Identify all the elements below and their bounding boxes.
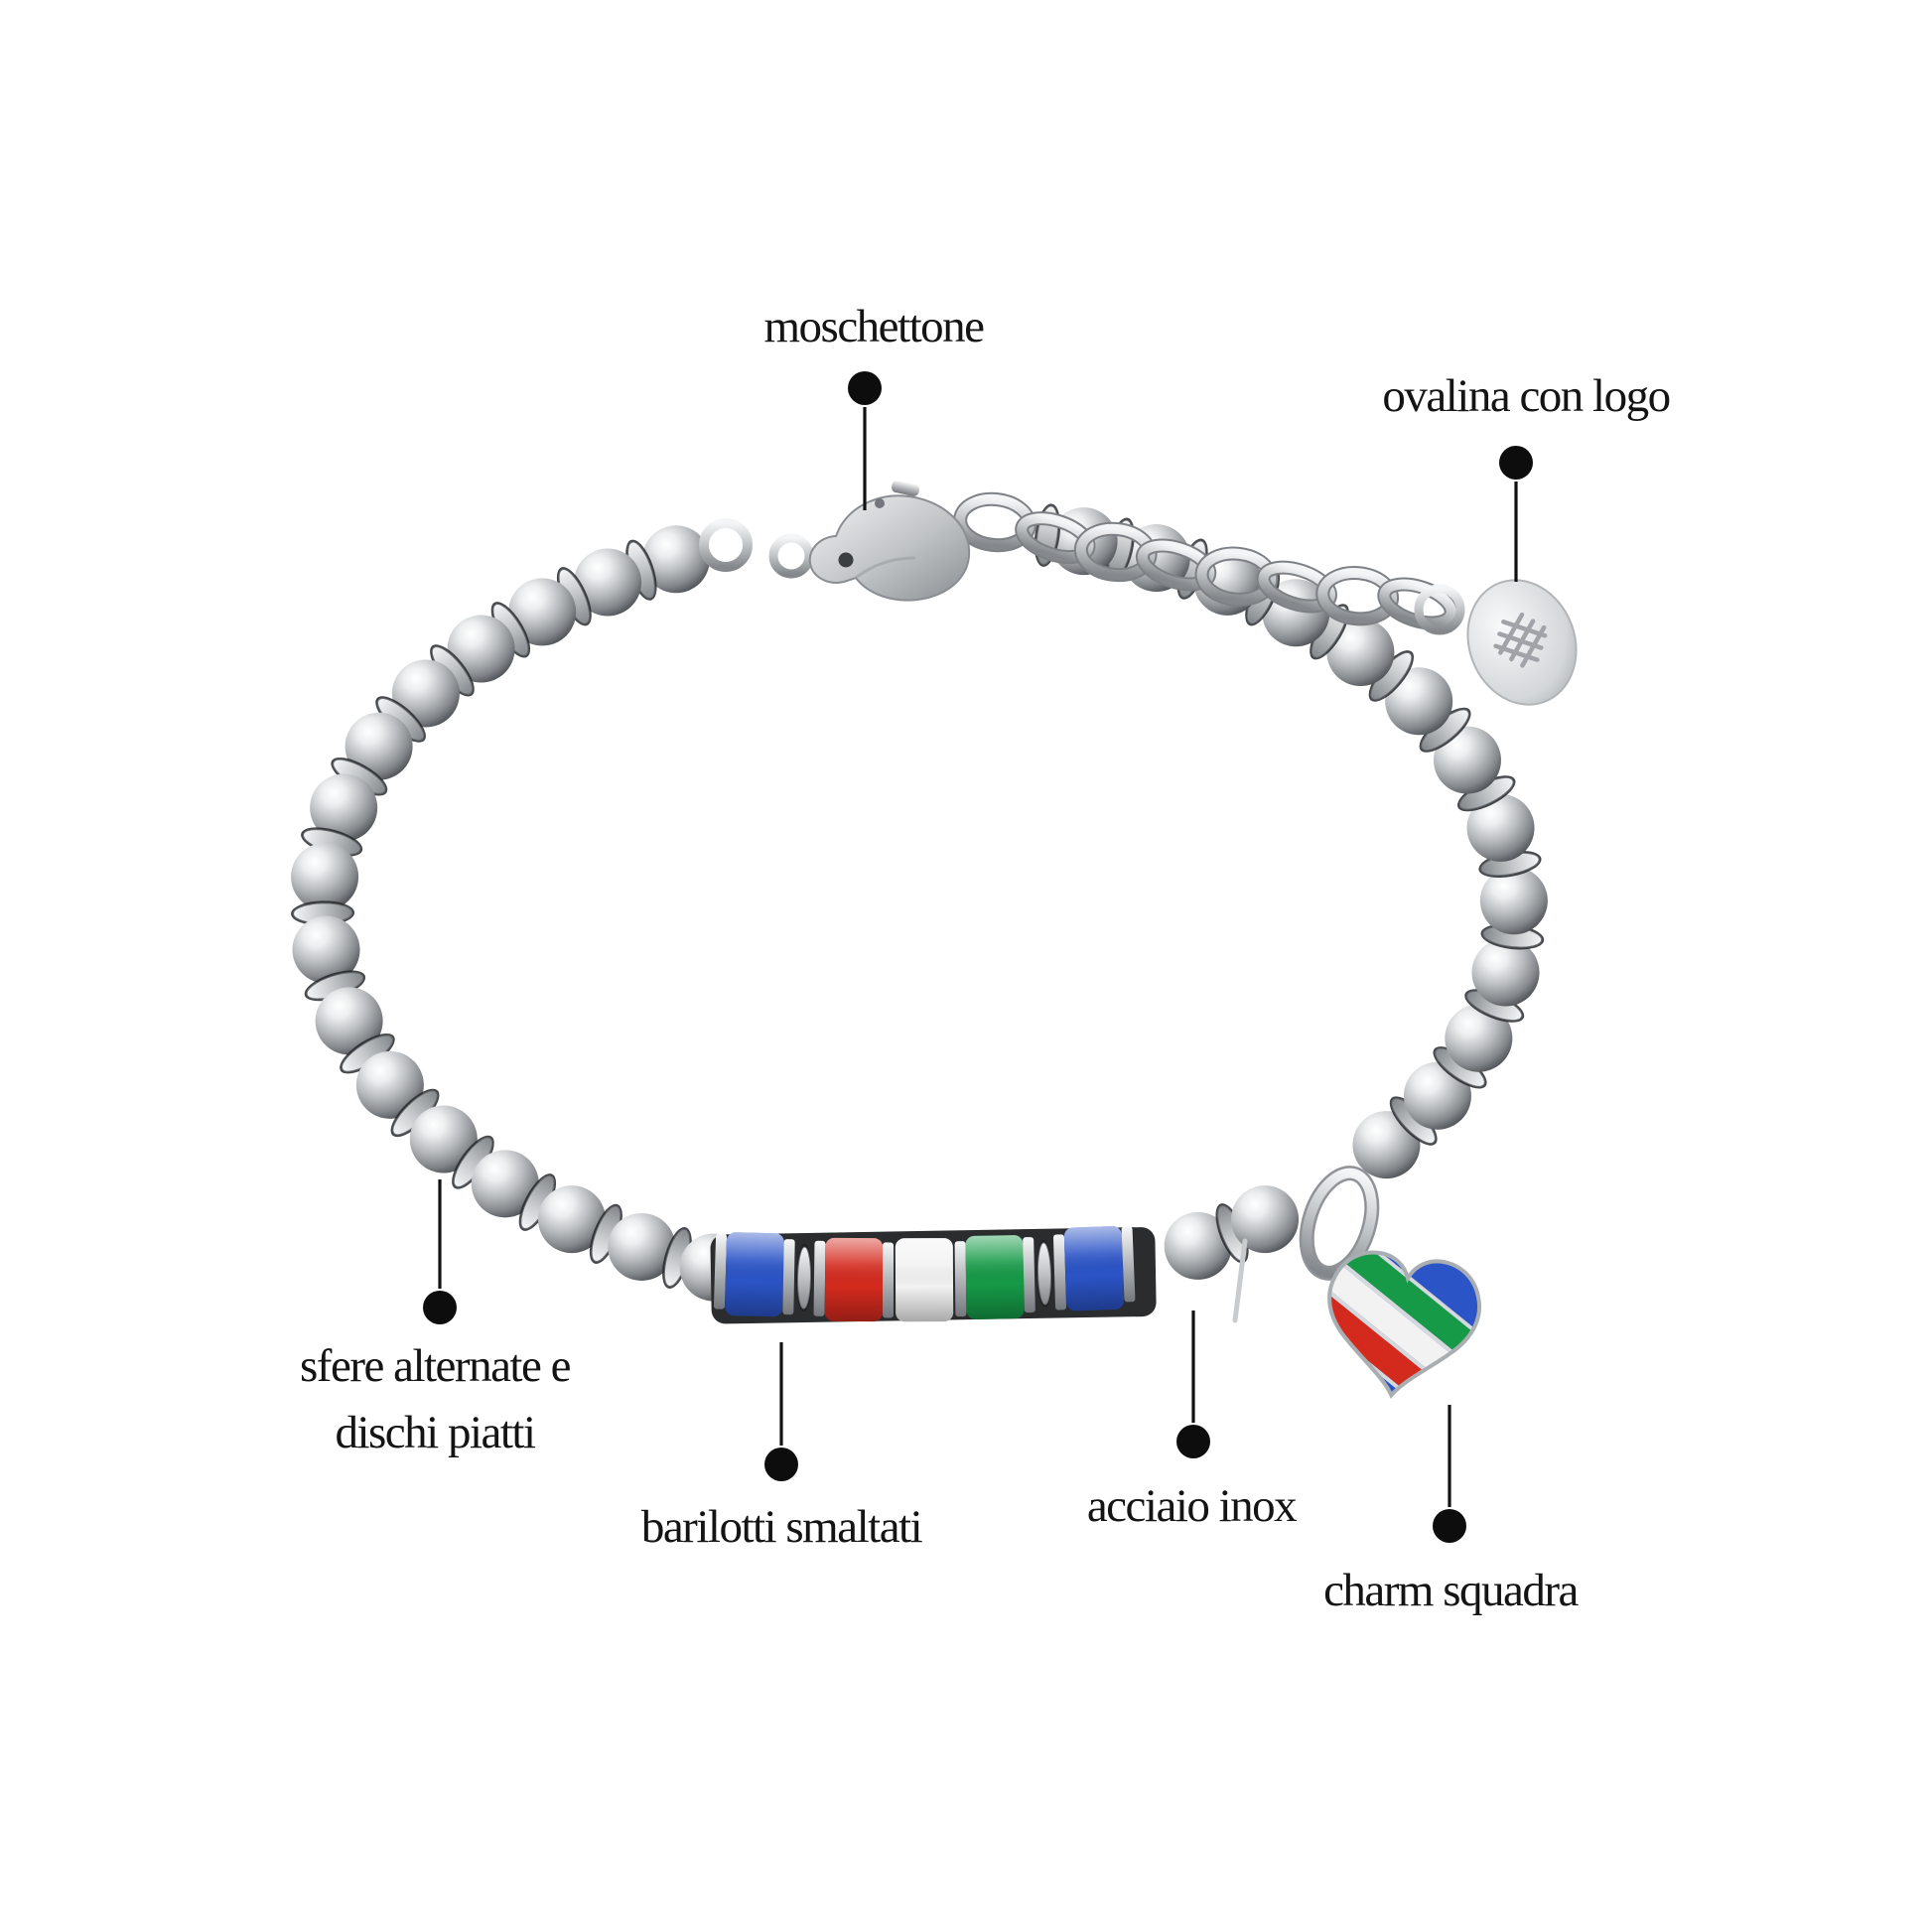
annotation-label: dischi piatti <box>335 1407 536 1458</box>
enamel-barrel-section <box>710 1226 1157 1324</box>
spacer-disc <box>1036 1242 1052 1306</box>
bead-sphere <box>310 773 378 842</box>
chain-link <box>1137 540 1215 590</box>
enamel-barrel-sheen <box>824 1237 884 1322</box>
bead-sphere <box>291 843 359 911</box>
bead-sphere <box>345 712 413 780</box>
enamel-barrel-sheen <box>895 1238 954 1322</box>
chain-link <box>1017 513 1094 563</box>
annotation-label: acciaio inox <box>1087 1480 1297 1532</box>
charm-hanger-ring <box>1299 1166 1380 1281</box>
enamel-barrel-sheen <box>725 1232 784 1317</box>
bead-sphere <box>1466 793 1535 862</box>
jump-ring <box>699 518 753 572</box>
enamel-barrel-sheen <box>965 1235 1025 1319</box>
extension-chain <box>953 491 1458 630</box>
annotation-label: moschettone <box>763 301 984 352</box>
bead-sphere <box>608 1212 676 1281</box>
barrel-cap <box>713 1233 728 1310</box>
lobster-clasp <box>808 481 971 602</box>
annotation-label: ovalina con logo <box>1382 370 1669 422</box>
bead-sphere <box>315 987 383 1055</box>
barrel-cap <box>954 1241 967 1317</box>
bead-sphere <box>471 1150 539 1218</box>
barrel-cap <box>882 1242 895 1318</box>
chain-link <box>1075 523 1156 581</box>
annotation-label: charm squadra <box>1323 1565 1579 1616</box>
marker-dot <box>1499 446 1533 480</box>
bead-sphere <box>1326 619 1395 687</box>
bead-sphere <box>447 615 515 683</box>
barrel-cap <box>1121 1226 1136 1303</box>
marker-dot <box>848 371 882 405</box>
bead-sphere <box>574 548 642 617</box>
enamel-barrel-sheen <box>1063 1226 1125 1311</box>
bead-sphere <box>409 1105 478 1173</box>
bead-sphere <box>1471 938 1540 1007</box>
barrel-cap <box>1023 1237 1035 1313</box>
barrel-cap <box>813 1240 826 1316</box>
marker-dot <box>423 1291 457 1324</box>
bead-sphere <box>537 1185 606 1254</box>
chain-link <box>1196 548 1277 605</box>
bead-sphere <box>1445 1004 1513 1072</box>
bead-sphere <box>1433 726 1501 794</box>
annotation-barilotti: barilotti smaltati <box>641 1342 924 1553</box>
marker-dot <box>1176 1425 1210 1458</box>
bead-sphere <box>1231 1185 1300 1254</box>
annotation-label: barilotti smaltati <box>641 1501 923 1553</box>
bead-sphere <box>641 525 710 594</box>
bead-sphere <box>1479 867 1548 935</box>
annotation-moschettone: moschettone <box>763 301 986 510</box>
annotation-label: sfere alternate e <box>300 1340 571 1392</box>
oval-logo-tag <box>1466 579 1578 706</box>
bead-sphere <box>508 578 577 646</box>
marker-dot <box>764 1448 798 1481</box>
tag-ring <box>1414 584 1465 635</box>
annotation-ovalina: ovalina con logo <box>1382 370 1671 582</box>
jump-ring <box>768 533 814 579</box>
safety-wire <box>1232 1238 1248 1323</box>
spacer-disc <box>796 1246 812 1310</box>
annotation-sfere: sfere alternate e dischi piatti <box>300 1179 572 1458</box>
marker-dot <box>1433 1509 1466 1543</box>
bracelet-photo <box>291 481 1578 1406</box>
bead-sphere <box>1385 667 1453 736</box>
bead-sphere <box>355 1050 424 1119</box>
barrel-cap <box>782 1239 795 1315</box>
bead-sphere <box>1164 1211 1232 1280</box>
chain-link <box>1379 579 1456 628</box>
annotation-acciaio: acciaio inox <box>1087 1311 1299 1532</box>
brand-logo-icon <box>1493 612 1548 668</box>
barrel-cap <box>1052 1234 1067 1311</box>
bead-sphere <box>1403 1061 1471 1130</box>
annotation-charm: charm squadra <box>1323 1405 1581 1616</box>
bead-sphere <box>292 915 360 984</box>
